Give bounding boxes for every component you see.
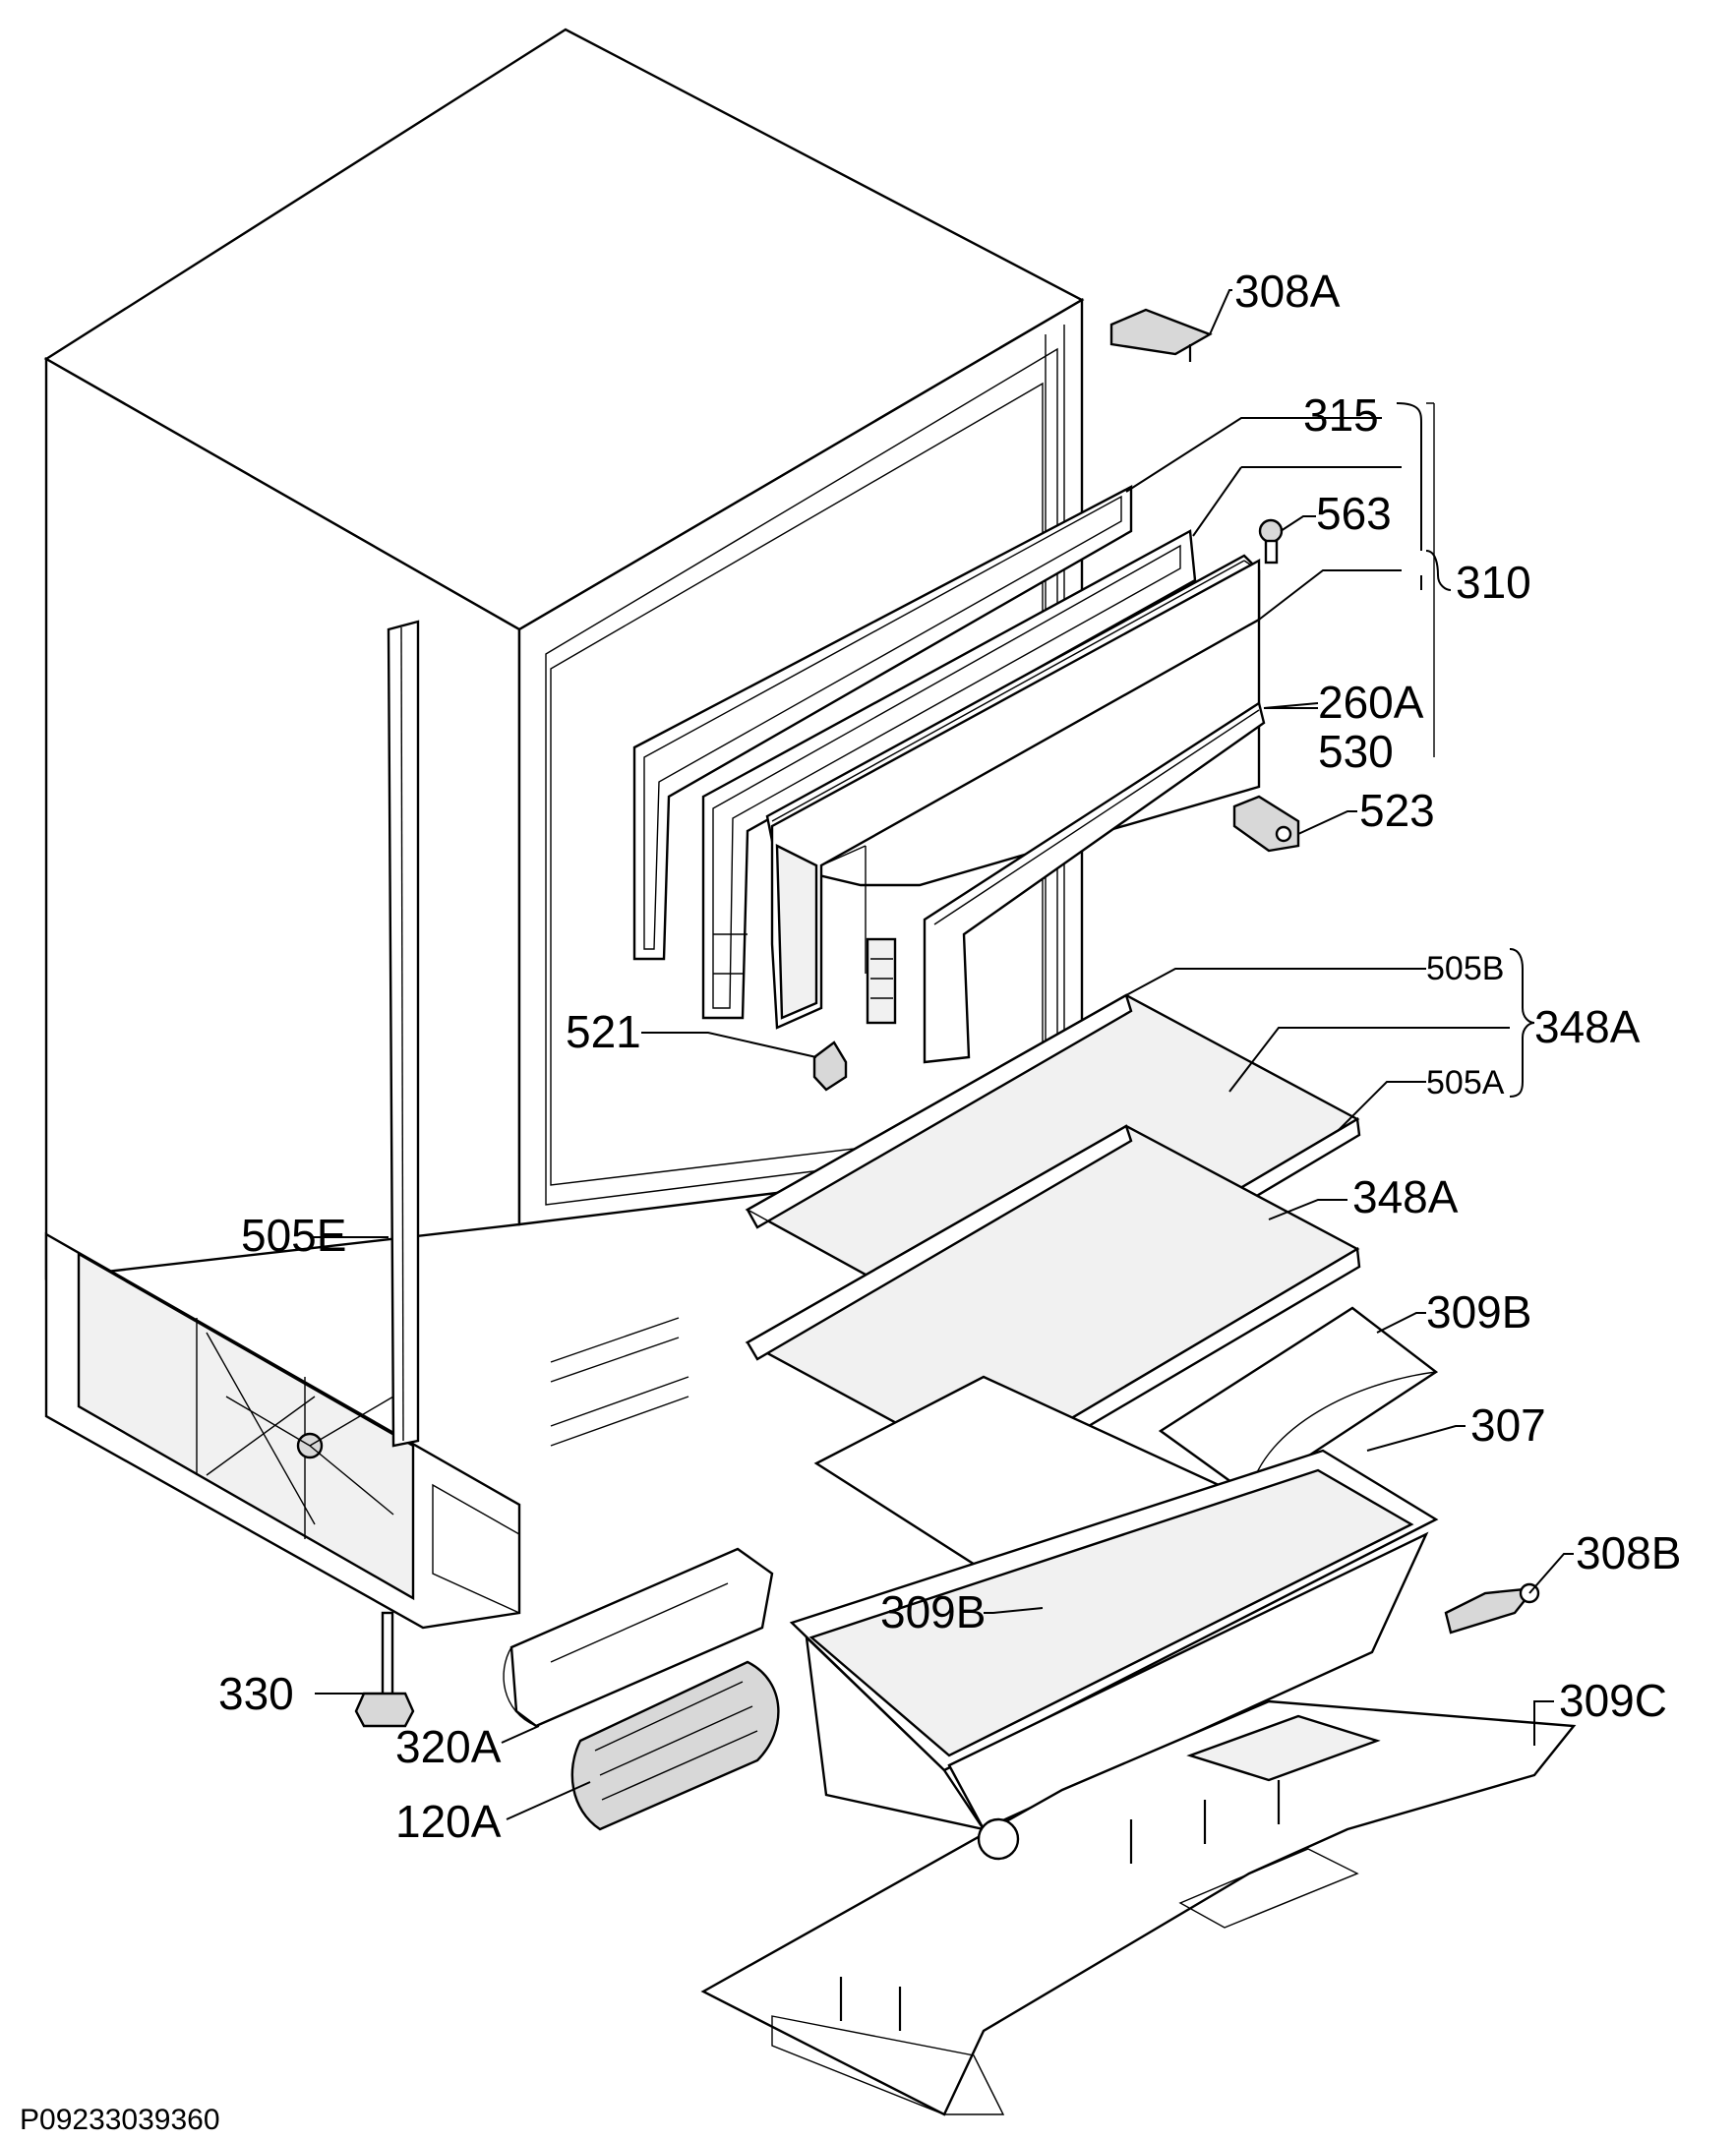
hinge-308B [1444, 1582, 1540, 1635]
callout-labels: 308A 315 563 310 260A 530 523 505B 348A … [218, 266, 1681, 1847]
door-trim-530 [923, 701, 1266, 1064]
callout-530: 530 [1318, 726, 1394, 777]
door-inner-panel [701, 529, 1197, 1020]
callout-120A: 120A [395, 1796, 502, 1847]
hinge-pin-523 [1232, 795, 1300, 853]
hinge-308A [1109, 308, 1213, 362]
bottom-tray-309C [700, 1699, 1577, 2116]
filter-120A [570, 1660, 780, 1831]
callout-309B-right: 309B [1426, 1286, 1531, 1338]
callout-505B: 505B [1426, 950, 1504, 987]
screw-563 [1258, 518, 1284, 565]
callout-315: 315 [1303, 389, 1379, 441]
cap-521 [812, 1041, 848, 1092]
callout-523: 523 [1359, 785, 1435, 836]
callout-310: 310 [1456, 557, 1531, 608]
callout-320A: 320A [395, 1721, 502, 1772]
door-gasket-315 [632, 485, 1133, 961]
callout-309C: 309C [1559, 1675, 1667, 1726]
grille-320A [503, 1547, 774, 1728]
callout-521: 521 [566, 1006, 641, 1057]
door-frame-260A [770, 558, 1261, 1030]
callout-308A: 308A [1234, 266, 1341, 317]
callout-308B: 308B [1576, 1527, 1681, 1578]
leader-lines [313, 289, 1574, 1820]
callout-563: 563 [1316, 488, 1392, 539]
callout-505E: 505E [241, 1210, 346, 1261]
leveling-foot-330 [354, 1611, 415, 1728]
callout-260A: 260A [1318, 677, 1424, 728]
callout-348A-group: 348A [1534, 1001, 1641, 1052]
handle-bracket [866, 937, 897, 1025]
callout-505A: 505A [1426, 1064, 1505, 1101]
callout-348A-shelf: 348A [1352, 1171, 1459, 1222]
callout-309B-left: 309B [880, 1586, 986, 1637]
drawer-307 [789, 1449, 1439, 1833]
callout-307: 307 [1470, 1399, 1546, 1451]
cover-309B-right [1158, 1306, 1439, 1497]
drawing-code: P09233039360 [20, 2104, 220, 2136]
callout-330: 330 [218, 1668, 294, 1719]
